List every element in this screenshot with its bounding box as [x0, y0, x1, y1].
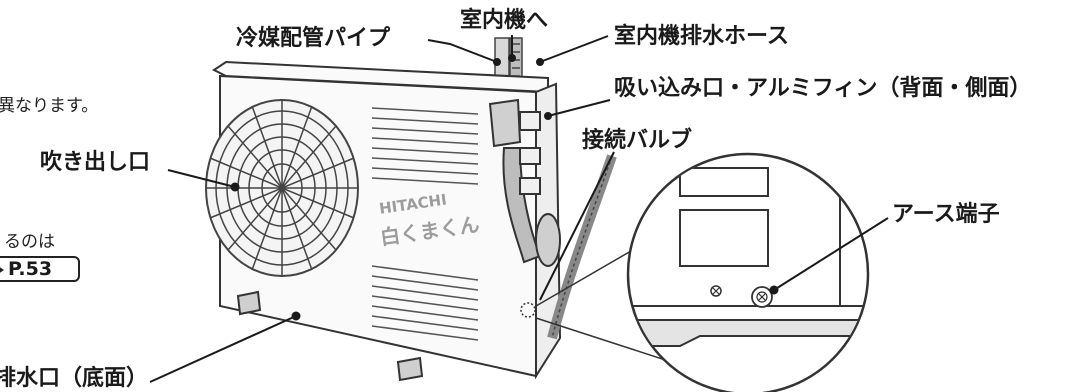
label-drain-outlet: 排水口（底面） [0, 366, 149, 391]
label-intake-fins: 吸い込み口・アルミフィン（背面・側面） [614, 76, 1032, 101]
page-reference-badge[interactable]: P.53 [0, 256, 80, 282]
label-to-indoor-unit: 室内機へ [460, 8, 549, 33]
page-reference-label: P.53 [8, 258, 53, 280]
fan-grille [205, 99, 359, 277]
magnifier-inset [535, 152, 870, 392]
side-text-line2: るのは [4, 232, 55, 252]
leader-lines [149, 35, 889, 383]
label-connection-valve: 接続バルブ [582, 128, 693, 153]
label-earth-terminal: アース端子 [892, 202, 1000, 227]
label-refrigerant-pipe: 冷媒配管パイプ [236, 26, 391, 51]
earth-terminal-marker [520, 302, 536, 318]
arrow-right-icon [0, 263, 4, 277]
drain-hose [547, 154, 617, 340]
label-indoor-drain-hose: 室内機排水ホース [614, 24, 789, 49]
valve-cover [488, 98, 561, 267]
side-text-line1: 異なります。 [0, 96, 99, 116]
label-outlet: 吹き出し口 [40, 150, 151, 175]
front-louvres [371, 107, 479, 341]
